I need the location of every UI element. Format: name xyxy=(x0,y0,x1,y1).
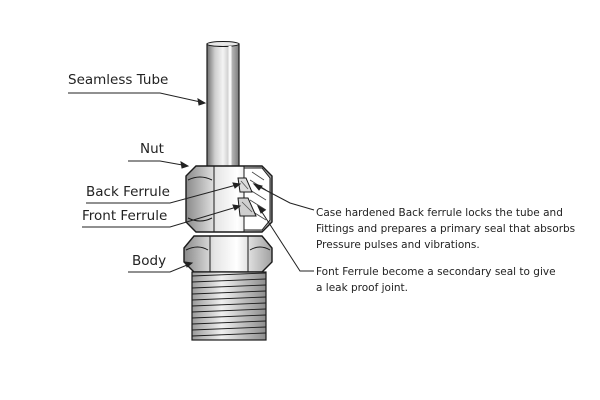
nut xyxy=(185,165,273,233)
note-front-ferrule-line-1: Font Ferrule become a secondary seal to … xyxy=(316,266,556,278)
note-back-ferrule: Case hardened Back ferrule locks the tub… xyxy=(316,205,575,253)
label-back-ferrule: Back Ferrule xyxy=(86,184,170,200)
body xyxy=(183,235,273,341)
note-back-ferrule-line-2: Fittings and prepares a primary seal tha… xyxy=(316,223,576,235)
note-front-ferrule-line-2: a leak proof joint. xyxy=(316,282,409,294)
label-nut: Nut xyxy=(140,141,164,157)
label-body: Body xyxy=(132,253,167,269)
label-seamless-tube: Seamless Tube xyxy=(68,72,169,88)
front-ferrule xyxy=(237,197,257,217)
note-back-ferrule-line-1: Case hardened Back ferrule locks the tub… xyxy=(316,207,563,219)
label-front-ferrule: Front Ferrule xyxy=(82,208,168,224)
note-front-ferrule: Font Ferrule become a secondary seal to … xyxy=(316,264,556,296)
leader-lines xyxy=(68,92,315,273)
note-back-ferrule-line-3: Pressure pulses and vibrations. xyxy=(316,239,480,251)
seamless-tube xyxy=(206,41,240,170)
back-ferrule xyxy=(237,177,253,193)
